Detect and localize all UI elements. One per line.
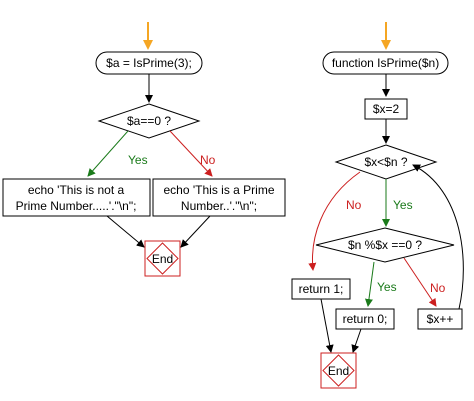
- arrow-no-left: [169, 130, 213, 177]
- no-label-left: No: [200, 153, 216, 167]
- echo-not-prime-line2: Prime Number.....'."\n";: [16, 199, 137, 213]
- mod-yes-label: Yes: [377, 280, 397, 294]
- call-isprime-text: $a = IsPrime(3);: [106, 56, 192, 70]
- decision-n-mod-x: $n %$x ==0 ?: [315, 227, 455, 263]
- loop-yes-label: Yes: [393, 198, 413, 212]
- arrow-notprime-to-end: [106, 215, 145, 248]
- decision-x-less-n: $x<$n ?: [334, 144, 438, 180]
- yes-label-left: Yes: [128, 153, 148, 167]
- init-x-text: $x=2: [373, 102, 400, 116]
- mod-decision-text: $n %$x ==0 ?: [348, 238, 422, 252]
- loop-decision-text: $x<$n ?: [364, 155, 407, 169]
- arrow-mod-yes: [364, 261, 375, 307]
- arrow-increment-loop-back: [412, 164, 464, 310]
- decision-a-equals-zero: $a==0 ?: [97, 103, 201, 139]
- init-x-node: $x=2: [364, 98, 408, 120]
- echo-prime-line2: Number..'."\n";: [181, 199, 257, 213]
- return-zero-node: return 0;: [335, 308, 395, 330]
- end-node-left: End: [144, 240, 181, 277]
- function-isprime-node: function IsPrime($n): [322, 51, 449, 75]
- arrow-mod-no: [403, 257, 437, 307]
- arrow-yes-left: [87, 130, 129, 177]
- end-node-right: End: [320, 352, 357, 389]
- echo-not-prime-node: echo 'This is not a Prime Number.....'."…: [2, 178, 151, 217]
- arrow-return-zero-to-end: [351, 328, 362, 353]
- increment-x-text: $x++: [427, 312, 454, 326]
- decision-a-text: $a==0 ?: [127, 114, 171, 128]
- function-isprime-text: function IsPrime($n): [332, 56, 439, 70]
- end-right-text: End: [328, 364, 349, 378]
- return-one-text: return 1;: [299, 282, 344, 296]
- mod-no-label: No: [430, 281, 446, 295]
- arrow-prime-to-end: [180, 215, 211, 248]
- echo-not-prime-line1: echo 'This is not a: [28, 183, 125, 197]
- increment-x-node: $x++: [417, 308, 463, 330]
- arrow-loop-no: [308, 171, 361, 271]
- call-isprime-node: $a = IsPrime(3);: [95, 51, 203, 75]
- echo-prime-node: echo 'This is a Prime Number..'."\n";: [152, 178, 286, 217]
- echo-prime-line1: echo 'This is a Prime: [164, 183, 275, 197]
- arrow-return-one-to-end: [320, 298, 334, 353]
- loop-no-label: No: [346, 198, 362, 212]
- return-zero-text: return 0;: [343, 312, 388, 326]
- return-one-node: return 1;: [291, 278, 351, 300]
- end-left-text: End: [152, 252, 173, 266]
